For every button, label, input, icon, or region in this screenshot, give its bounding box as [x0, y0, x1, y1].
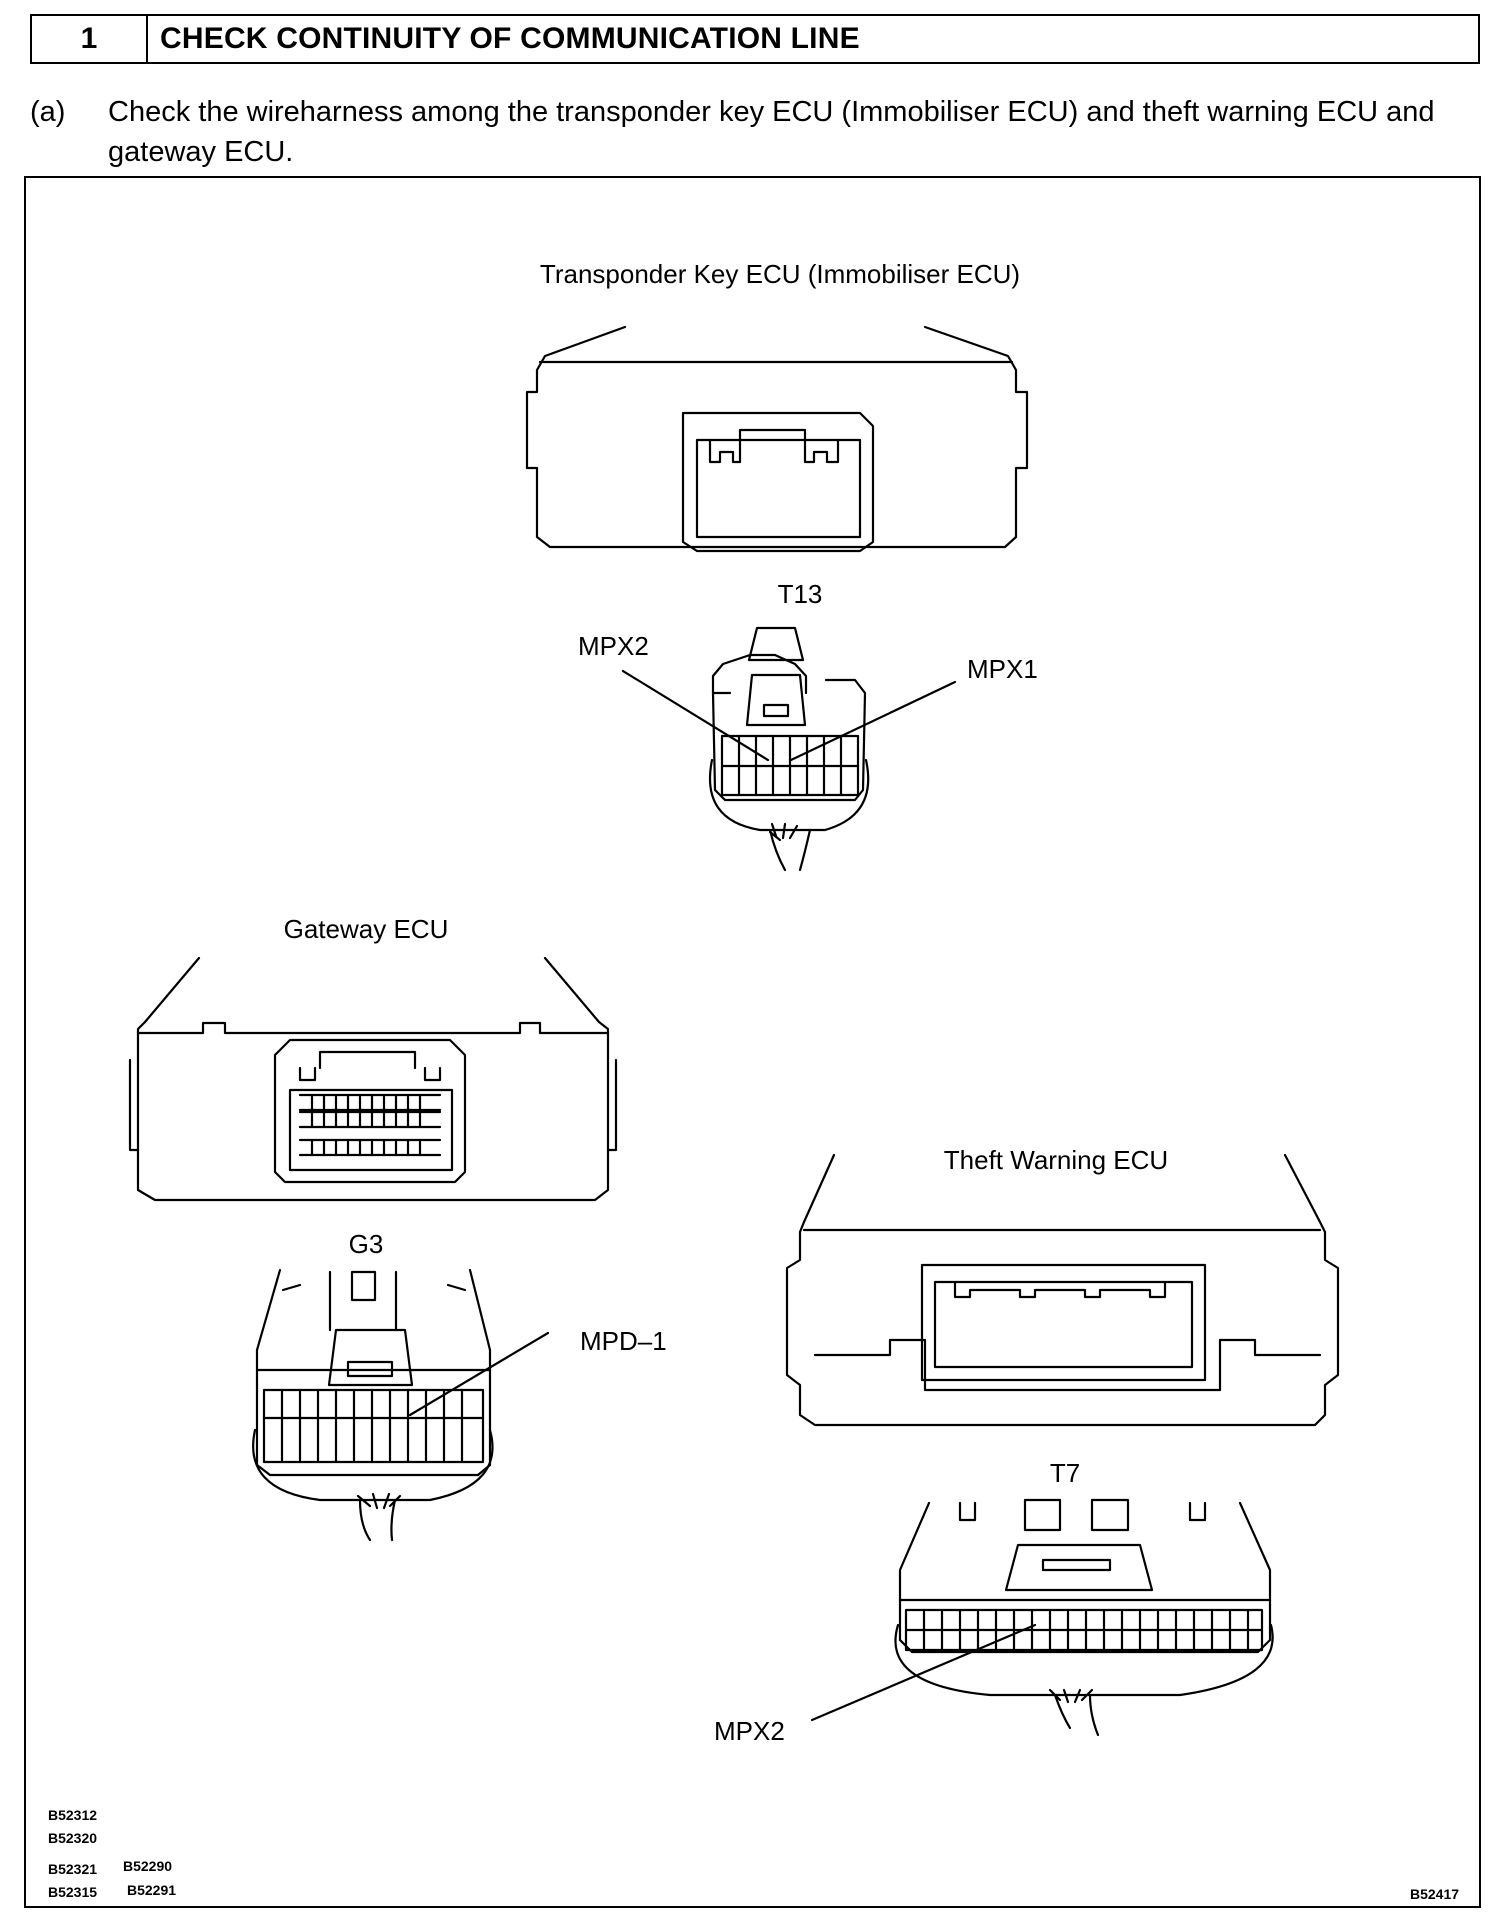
ref-code: B52290: [123, 1858, 172, 1874]
g3-mpd1-leader: [408, 1331, 550, 1417]
t13-connector-label: T13: [778, 579, 823, 609]
instruction-text: Check the wireharness among the transpon…: [108, 96, 1435, 168]
g3-mpd1-label: MPD–1: [580, 1326, 667, 1356]
t13-mpx1-leader: [789, 680, 957, 762]
step-header: 1 CHECK CONTINUITY OF COMMUNICATION LINE: [30, 14, 1480, 64]
step-number: 1: [32, 16, 148, 62]
g3-connector: [252, 1268, 494, 1542]
ref-code: B52321: [48, 1861, 97, 1877]
transponder-ecu-title: Transponder Key ECU (Immobiliser ECU): [540, 259, 1020, 289]
ref-code: B52291: [127, 1882, 176, 1898]
t7-mpx2-label: MPX2: [714, 1716, 785, 1746]
t13-connector: [708, 626, 870, 872]
t7-connector: [894, 1498, 1274, 1737]
transponder-ecu-body: [525, 325, 1029, 553]
t7-mpx2-leader: [810, 1623, 1037, 1722]
g3-connector-label: G3: [349, 1229, 384, 1259]
ref-code: B52320: [48, 1830, 97, 1846]
ref-code: B52312: [48, 1807, 97, 1823]
ref-code: B52315: [48, 1884, 97, 1900]
figure-code: B52417: [1410, 1886, 1459, 1902]
t7-connector-label: T7: [1050, 1458, 1080, 1488]
instruction-label: (a): [30, 96, 66, 128]
theft-ecu-body: [785, 1153, 1340, 1427]
gateway-ecu-title: Gateway ECU: [284, 914, 449, 944]
gateway-ecu-body: [128, 956, 618, 1202]
theft-ecu-title: Theft Warning ECU: [944, 1145, 1168, 1175]
step-title: CHECK CONTINUITY OF COMMUNICATION LINE: [160, 22, 860, 55]
t13-mpx2-leader: [621, 669, 770, 762]
t13-mpx2-label: MPX2: [578, 631, 649, 661]
t13-mpx1-label: MPX1: [967, 654, 1038, 684]
diagram-frame: [24, 176, 1481, 1908]
